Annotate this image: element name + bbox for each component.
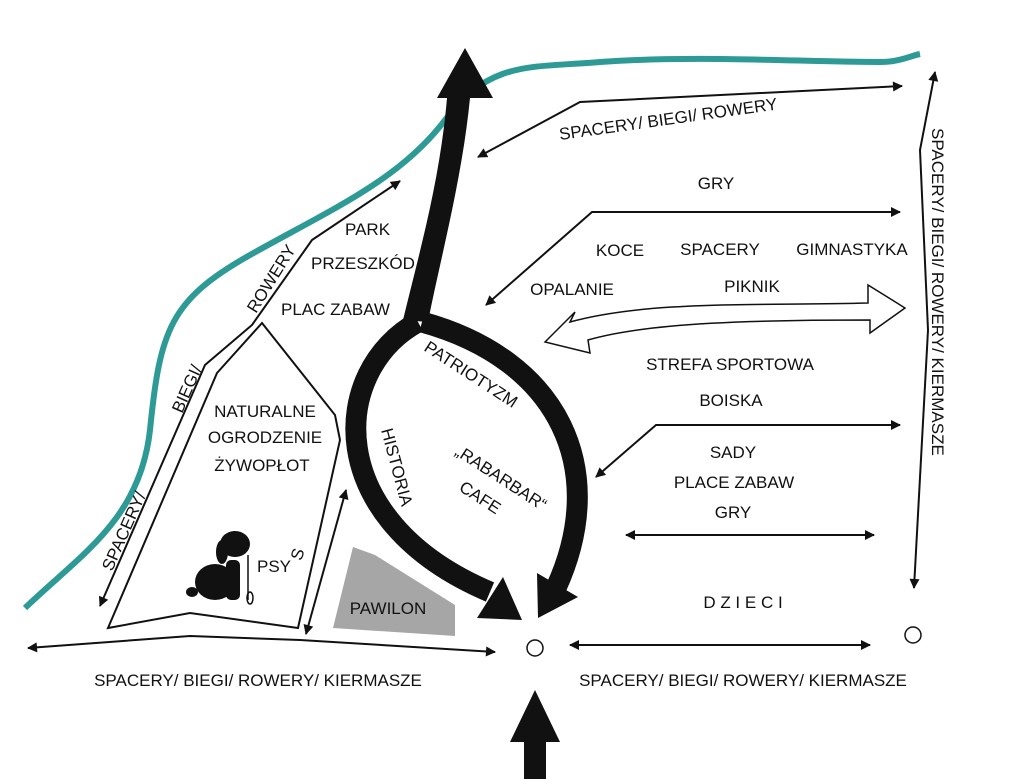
- left-biegi-label: BIEGI/: [168, 362, 206, 416]
- przeszkod-label: PRZESZKÓD: [311, 254, 415, 273]
- loop-right: [419, 311, 588, 593]
- right-route-label: SPACERY/ BIEGI/ ROWERY/ KIERMASZE: [928, 128, 947, 456]
- bottom-left-route-label: SPACERY/ BIEGI/ ROWERY/ KIERMASZE: [94, 671, 422, 690]
- loop-right-arrowhead: [537, 573, 578, 618]
- games-arrow: [485, 207, 901, 306]
- koce-label: KOCE: [596, 241, 644, 260]
- bottom-right-route-label: SPACERY/ BIEGI/ ROWERY/ KIERMASZE: [579, 671, 907, 690]
- pawilon-label: PAWILON: [350, 599, 427, 618]
- pavilion: [333, 547, 455, 636]
- boiska-label: BOISKA: [699, 391, 763, 410]
- strefa-label: STREFA SPORTOWA: [646, 355, 814, 374]
- park-label: PARK: [345, 220, 391, 239]
- loop-left-arrowhead: [477, 577, 522, 620]
- gry-top-label: GRY: [698, 174, 735, 193]
- entrance-arrow: [510, 690, 560, 779]
- dzieci-label: D Z I E C I: [703, 593, 782, 612]
- entrance-circle-icon: [526, 639, 544, 657]
- picnic-hollow-arrow: [543, 283, 907, 354]
- sports-arrow: [595, 420, 901, 478]
- place-zabaw-label: PLACE ZABAW: [674, 473, 794, 492]
- zywoplot-label: ŻYWOPŁOT: [214, 456, 309, 475]
- entrance-circle-icon: [904, 626, 922, 644]
- naturalne-label: NATURALNE: [214, 402, 316, 421]
- right-route-arrow: [909, 71, 939, 589]
- dog-on-leash-icon: [186, 531, 254, 605]
- top-route-arrow: [477, 81, 903, 158]
- dog-area-hedge: [106, 321, 342, 630]
- main-path-arrow: [403, 48, 493, 322]
- spacery-label: SPACERY: [680, 240, 760, 259]
- bottom-left-route-arrow: [27, 634, 496, 657]
- s-path-arrow: [303, 489, 349, 635]
- left-route-arrow: [99, 180, 401, 607]
- psy-label: PSY: [257, 557, 291, 576]
- opalanie-label: OPALANIE: [530, 280, 614, 299]
- piknik-label: PIKNIK: [724, 277, 780, 296]
- sady-label: SADY: [710, 443, 756, 462]
- gimnastyka-label: GIMNASTYKA: [796, 240, 908, 259]
- gry-bottom-label: GRY: [715, 503, 752, 522]
- plac-zabaw-label: PLAC ZABAW: [281, 300, 390, 319]
- s-label: S: [287, 546, 309, 563]
- ogrodzenie-label: OGRODZENIE: [208, 428, 322, 447]
